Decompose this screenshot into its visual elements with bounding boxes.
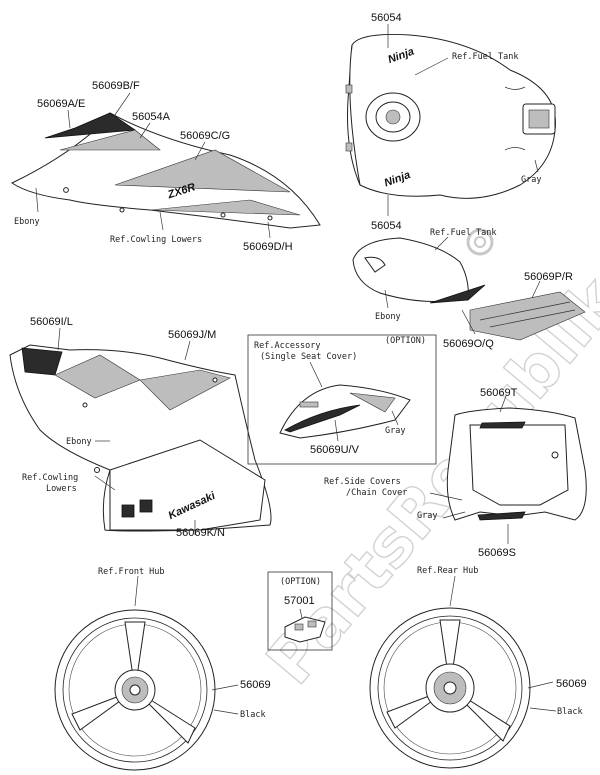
label-ref-cowling-lowers-1: Ref.Cowling Lowers xyxy=(110,235,202,245)
label-ref-front-hub: Ref.Front Hub xyxy=(98,567,165,577)
label-black-front: Black xyxy=(240,710,266,720)
gear-icon xyxy=(466,228,494,256)
tank-side-decal-diagram xyxy=(352,237,586,341)
callout-labels: 56054 Ref.Fuel Tank Gray 56054 56069B/F … xyxy=(14,12,587,720)
label-ref-cowling-lowers-2b: Lowers xyxy=(46,484,77,494)
label-56069jm: 56069J/M xyxy=(168,329,216,341)
side-fairing-diagram: Kawasaki xyxy=(9,344,272,532)
label-option-1: (OPTION) xyxy=(385,336,426,346)
option-box-tool xyxy=(267,571,333,651)
label-56069-front: 56069 xyxy=(240,679,271,691)
fuel-tank-diagram: Ninja Ninja xyxy=(345,34,556,199)
label-56069uv: 56069U/V xyxy=(310,444,360,456)
label-56069ae: 56069A/E xyxy=(37,98,85,110)
upper-fairing-diagram: ZX6R xyxy=(10,112,321,229)
label-gray-seat: Gray xyxy=(385,426,405,436)
label-ref-rear-hub: Ref.Rear Hub xyxy=(417,566,478,576)
label-57001: 57001 xyxy=(284,595,315,607)
label-56069t: 56069T xyxy=(480,387,518,399)
label-ebony-3: Ebony xyxy=(66,437,92,447)
option-box-seat-cover xyxy=(247,334,437,465)
label-56054a: 56054A xyxy=(132,111,171,123)
label-56069s: 56069S xyxy=(478,547,516,559)
label-56069cg: 56069C/G xyxy=(180,130,230,142)
front-wheel-diagram xyxy=(54,609,216,771)
label-56069oq: 56069O/Q xyxy=(443,338,494,350)
label-ref-cowling-lowers-2a: Ref.Cowling xyxy=(22,473,78,483)
label-56069-rear: 56069 xyxy=(556,678,587,690)
label-ebony-2: Ebony xyxy=(375,312,401,322)
label-56069bf: 56069B/F xyxy=(92,80,140,92)
label-ref-side-covers: Ref.Side Covers xyxy=(324,477,401,487)
label-ebony-1: Ebony xyxy=(14,217,40,227)
tail-cowl-diagram xyxy=(446,407,587,521)
label-gray-tank: Gray xyxy=(521,175,541,185)
label-gray-tail: Gray xyxy=(417,511,437,521)
label-ref-fuel-tank-2: Ref.Fuel Tank xyxy=(430,228,497,238)
label-chain-cover: /Chain Cover xyxy=(346,488,407,498)
label-single-seat-cover: (Single Seat Cover) xyxy=(260,352,357,362)
rear-wheel-diagram xyxy=(369,607,531,769)
label-56069kn: 56069K/N xyxy=(176,527,225,539)
label-56054-top: 56054 xyxy=(371,12,402,24)
label-56054-bottom: 56054 xyxy=(371,220,402,232)
label-black-rear: Black xyxy=(557,707,583,717)
label-ref-accessory: Ref.Accessory xyxy=(254,341,321,351)
label-56069dh: 56069D/H xyxy=(243,241,293,253)
label-option-2: (OPTION) xyxy=(280,577,321,587)
label-56069pr: 56069P/R xyxy=(524,271,573,283)
label-ref-fuel-tank-1: Ref.Fuel Tank xyxy=(452,52,519,62)
label-56069il: 56069I/L xyxy=(30,316,73,328)
